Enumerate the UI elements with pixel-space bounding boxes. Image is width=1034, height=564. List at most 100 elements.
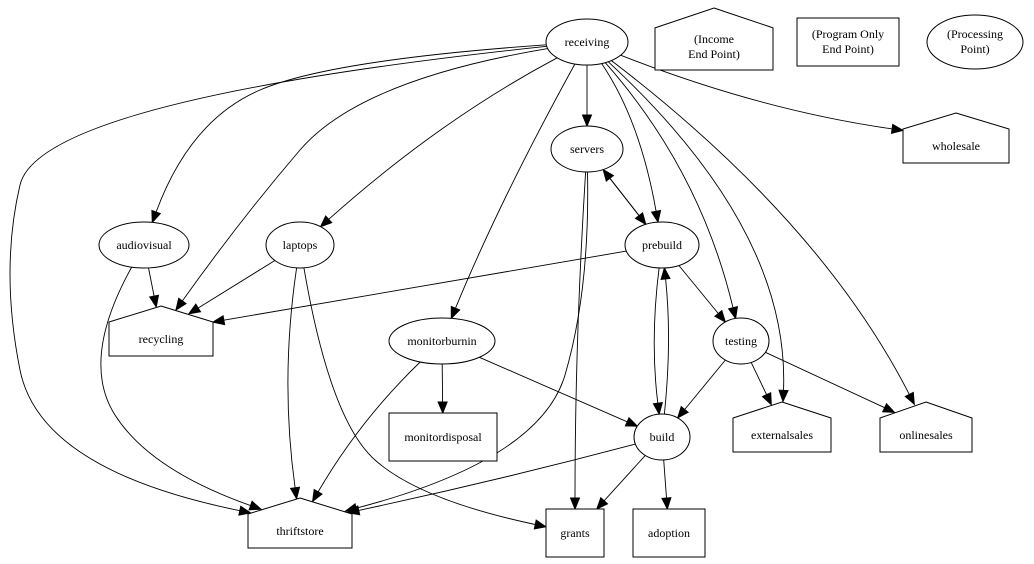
- edge-testing-to-build: [676, 359, 726, 419]
- node-externalsales: externalsales: [732, 401, 832, 453]
- node-receiving: receiving: [545, 18, 629, 66]
- edge-line: [611, 60, 910, 395]
- arrowhead-icon: [450, 305, 461, 320]
- node-grants-box: [545, 508, 605, 558]
- edge-line: [574, 171, 587, 499]
- legend-label-line1: (Income: [694, 32, 734, 46]
- edge-build-to-prebuild: [660, 266, 671, 415]
- arrowhead-icon: [311, 488, 323, 503]
- legend-program-box: [796, 17, 900, 67]
- node-label: externalsales: [751, 428, 813, 442]
- arrowhead-icon: [289, 486, 301, 501]
- arrowhead-icon: [652, 402, 663, 416]
- node-adoption: adoption: [632, 508, 706, 558]
- edge-audiovisual-to-thriftstore: [100, 266, 263, 511]
- edge-prebuild-to-recycling: [211, 250, 627, 326]
- edge-line: [663, 459, 667, 499]
- arrowhead-icon: [650, 209, 662, 224]
- node-label: laptops: [283, 238, 318, 252]
- node-prebuild-ellipse: [624, 221, 700, 269]
- edge-line: [603, 455, 646, 502]
- node-build-ellipse: [633, 413, 691, 461]
- node-label: monitorburnin: [407, 334, 476, 348]
- edge-line: [653, 267, 660, 404]
- node-label: onlinesales: [899, 428, 953, 442]
- edge-prebuild-to-servers: [602, 168, 647, 225]
- node-label: receiving: [565, 35, 610, 49]
- edge-line: [182, 48, 548, 302]
- node-monitordisposal: monitordisposal: [388, 412, 498, 462]
- legend-label-line2: Point): [960, 42, 989, 56]
- edge-line: [604, 62, 734, 308]
- node-onlinesales: onlinesales: [879, 401, 973, 453]
- edge-line: [678, 265, 719, 314]
- node-receiving-ellipse: [545, 18, 629, 66]
- edge-line: [223, 250, 627, 321]
- node-servers: servers: [550, 125, 624, 173]
- arrowhead-icon: [346, 505, 361, 516]
- edge-line: [303, 267, 536, 525]
- edge-line: [9, 45, 547, 512]
- node-thriftstore: thriftstore: [247, 497, 353, 549]
- edge-line: [356, 171, 589, 509]
- edge-line: [197, 260, 276, 309]
- edge-line: [750, 362, 768, 395]
- arrowhead-icon: [661, 497, 672, 511]
- node-onlinesales-house: [879, 401, 973, 453]
- node-label: adoption: [648, 526, 690, 540]
- edge-receiving-to-testing: [604, 62, 739, 320]
- node-testing-ellipse: [712, 317, 770, 365]
- edge-line: [609, 177, 647, 225]
- arrowhead-icon: [727, 306, 739, 320]
- edge-line: [100, 266, 251, 507]
- edge-receiving-to-prebuild: [601, 63, 662, 224]
- node-laptops: laptops: [265, 221, 335, 269]
- edge-receiving-to-thriftstore: [9, 45, 547, 516]
- arrowhead-icon: [175, 297, 187, 311]
- legend-label-line2: End Point): [688, 47, 740, 61]
- arrowhead-icon: [187, 303, 202, 315]
- edge-monitorburnin-to-build: [479, 356, 639, 427]
- edge-line: [455, 63, 576, 309]
- node-label: build: [650, 430, 675, 444]
- edge-receiving-to-recycling: [175, 48, 548, 311]
- arrowhead-icon: [148, 294, 160, 309]
- node-monitordisposal-box: [388, 412, 498, 462]
- arrowhead-icon: [881, 402, 896, 413]
- node-label: audiovisual: [116, 238, 172, 252]
- node-audiovisual-ellipse: [98, 221, 190, 269]
- edge-receiving-to-monitorburnin: [450, 63, 576, 320]
- edge-line: [601, 63, 657, 212]
- edge-receiving-to-laptops: [319, 57, 558, 228]
- edge-line: [148, 267, 155, 297]
- arrowhead-icon: [437, 401, 448, 415]
- legend-processing-ellipse: [926, 14, 1024, 70]
- node-externalsales-house: [732, 401, 832, 453]
- edge-line: [317, 361, 421, 493]
- edge-line: [287, 267, 298, 488]
- edge-testing-to-externalsales: [750, 362, 772, 406]
- edge-laptops-to-grants: [303, 267, 548, 530]
- arrowhead-icon: [533, 519, 548, 530]
- edge-line: [155, 44, 547, 213]
- arrowhead-icon: [581, 114, 593, 128]
- edge-prebuild-to-testing: [678, 265, 727, 323]
- edge-laptops-to-thriftstore: [287, 267, 301, 501]
- edge-receiving-to-servers: [581, 65, 593, 128]
- arrowhead-icon: [248, 500, 263, 511]
- node-grants: grants: [545, 508, 605, 558]
- legend-income-house: [654, 7, 774, 71]
- edge-line: [607, 61, 785, 391]
- edge-line: [684, 359, 726, 410]
- edge-audiovisual-to-recycling: [148, 267, 160, 309]
- node-build: build: [633, 413, 691, 461]
- edge-testing-to-onlinesales: [765, 351, 896, 413]
- node-label: monitordisposal: [404, 430, 482, 444]
- node-servers-ellipse: [550, 125, 624, 173]
- node-recycling-house: [108, 305, 214, 357]
